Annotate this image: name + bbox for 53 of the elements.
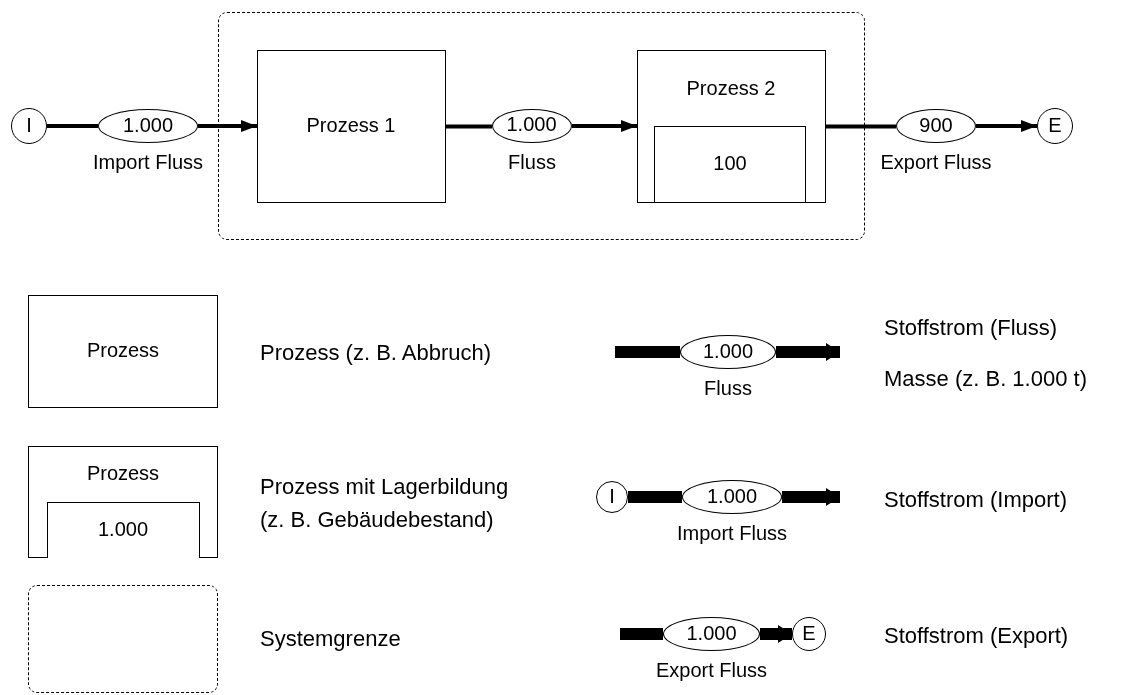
flow-name: Import Fluss <box>93 150 203 174</box>
stock-box <box>46 501 200 558</box>
stock-box <box>654 126 806 202</box>
legend-text: Masse (z. B. 1.000 t) <box>884 365 1087 393</box>
circle-node <box>11 108 47 144</box>
node-label: I <box>25 112 33 137</box>
legend-text: Stoffstrom (Import) <box>884 486 1067 514</box>
node-label: 1.000 <box>705 483 759 508</box>
node-label: 1.000 <box>121 112 175 137</box>
flow-name: Fluss <box>508 150 556 174</box>
node-label: 900 <box>918 112 954 137</box>
flow-arrow <box>198 120 257 132</box>
node-label: 1.000 <box>701 338 755 363</box>
node-label: Prozess <box>85 338 161 362</box>
circle-node <box>596 481 628 513</box>
process-box <box>256 49 446 203</box>
node-label: E <box>1047 112 1063 137</box>
flow-name: Fluss <box>704 376 752 400</box>
process-box <box>28 446 218 558</box>
flow-line <box>620 628 663 640</box>
node-label: Prozess 1 <box>305 112 397 137</box>
process-box <box>28 295 218 408</box>
node-label: Prozess <box>85 461 161 485</box>
process-box <box>636 49 826 203</box>
node-label: E <box>801 620 817 645</box>
flow-name: Export Fluss <box>880 150 992 174</box>
node-label: Prozess 2 <box>685 75 777 100</box>
flow-line <box>446 124 492 129</box>
flow-line <box>615 346 680 358</box>
node-label: 1.000 <box>685 620 738 645</box>
flow-name: Import Fluss <box>677 521 787 545</box>
boundary-box <box>28 585 218 693</box>
flow-name: Export Fluss <box>655 658 768 682</box>
flow-arrow <box>782 488 840 506</box>
legend-text: Prozess (z. B. Abbruch) <box>260 339 492 367</box>
legend-text: Prozess mit Lagerbildung (z. B. Gebäudebestand) <box>260 473 510 534</box>
circle-node <box>1037 108 1073 144</box>
flow-line <box>826 124 896 129</box>
flow-arrow <box>572 120 637 132</box>
node-label: I <box>608 483 616 508</box>
circle-node <box>792 617 826 651</box>
node-label: 1.000 <box>96 516 150 541</box>
flow-arrow <box>776 343 840 361</box>
legend-text: Systemgrenze <box>260 625 401 653</box>
legend-text: Stoffstrom (Fluss) <box>884 314 1058 342</box>
legend-text: Stoffstrom (Export) <box>884 622 1069 650</box>
flow-arrow <box>976 120 1037 132</box>
node-label: 1.000 <box>505 112 558 136</box>
flow-line <box>628 491 682 503</box>
flow-line <box>47 124 98 128</box>
node-label: 100 <box>712 151 748 175</box>
flow-arrow <box>760 625 792 643</box>
boundary-box <box>218 12 865 240</box>
